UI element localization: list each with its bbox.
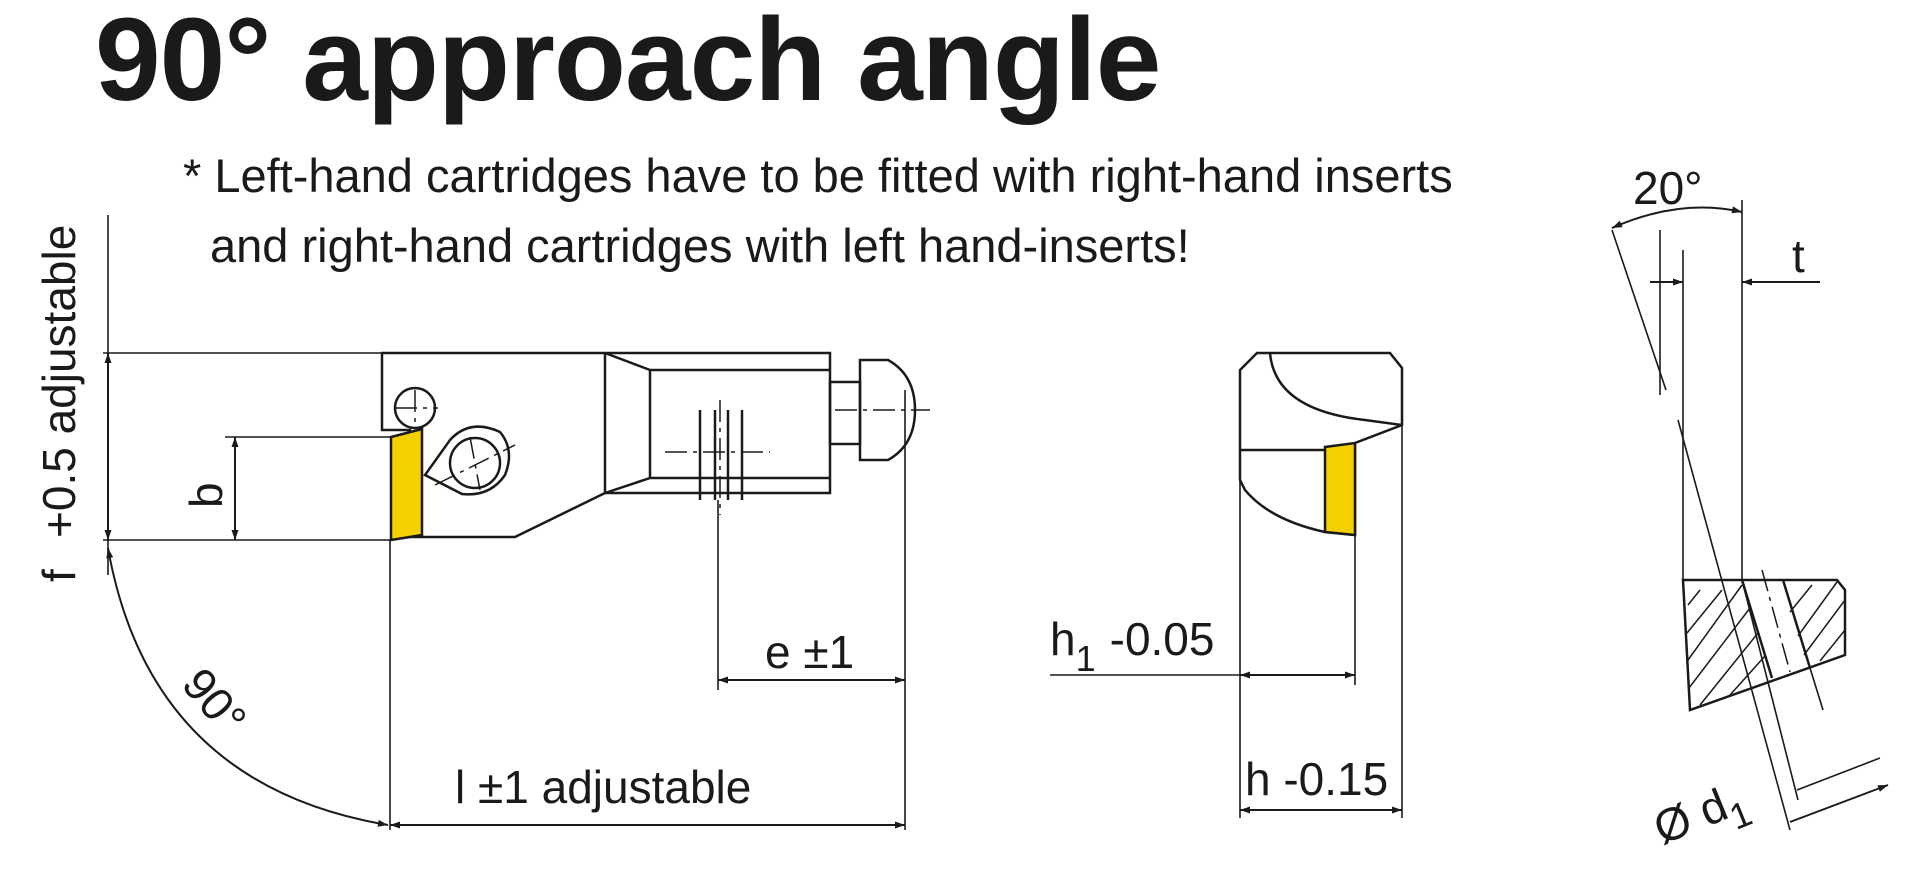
note-line-2: and right-hand cartridges with left hand… bbox=[210, 219, 1190, 272]
dim-angle-90 bbox=[106, 547, 389, 827]
cartridge-side-view bbox=[380, 351, 917, 539]
insert-section-outline bbox=[1681, 578, 1847, 712]
insert-section-view bbox=[1681, 578, 1847, 712]
label-h1-base: h bbox=[1050, 613, 1076, 665]
cartridge-front-view bbox=[1238, 351, 1404, 537]
label-angle-90: 90° bbox=[172, 658, 257, 745]
section-hatching bbox=[1686, 581, 1846, 706]
label-f: f bbox=[33, 569, 85, 582]
front-view-chip-curve bbox=[1268, 352, 1403, 427]
section-center-line bbox=[1761, 569, 1791, 673]
label-angle-20: 20° bbox=[1633, 162, 1703, 214]
cutting-insert bbox=[389, 427, 424, 542]
section-construction-lines bbox=[1611, 200, 1881, 831]
center-lines bbox=[395, 390, 930, 515]
clamp-pin bbox=[448, 436, 502, 490]
label-d1: Ø d1 bbox=[1646, 771, 1757, 866]
page-title: 90° approach angle bbox=[95, 0, 1161, 126]
label-h1: h1 -0.05 bbox=[1050, 613, 1214, 679]
dim-angle-20 bbox=[1611, 206, 1743, 229]
insert-hole-left bbox=[1740, 579, 1774, 679]
label-l: l ±1 adjustable bbox=[455, 761, 751, 813]
front-view-insert bbox=[1323, 441, 1357, 537]
adjust-screw-head bbox=[828, 380, 862, 446]
front-view-outline bbox=[1238, 351, 1404, 537]
label-e: e ±1 bbox=[765, 626, 854, 678]
label-f-tolerance: +0.5 adjustable bbox=[33, 225, 85, 538]
section-dimension-lines bbox=[1611, 206, 1889, 823]
label-t: t bbox=[1792, 230, 1805, 282]
clamp-lever bbox=[423, 425, 511, 496]
dim-d1 bbox=[1789, 784, 1889, 823]
front-extension-lines bbox=[1050, 425, 1403, 818]
extension-lines bbox=[103, 215, 906, 830]
front-dimension-lines bbox=[1240, 671, 1402, 814]
label-h: h -0.15 bbox=[1245, 753, 1388, 805]
label-h1-subscript: 1 bbox=[1076, 638, 1096, 679]
label-h1-tolerance: -0.05 bbox=[1110, 613, 1215, 665]
note-line-1: * Left-hand cartridges have to be fitted… bbox=[183, 149, 1453, 202]
label-b: b bbox=[180, 482, 232, 508]
dimension-lines bbox=[104, 353, 905, 829]
label-d1-base: Ø d bbox=[1646, 778, 1734, 854]
